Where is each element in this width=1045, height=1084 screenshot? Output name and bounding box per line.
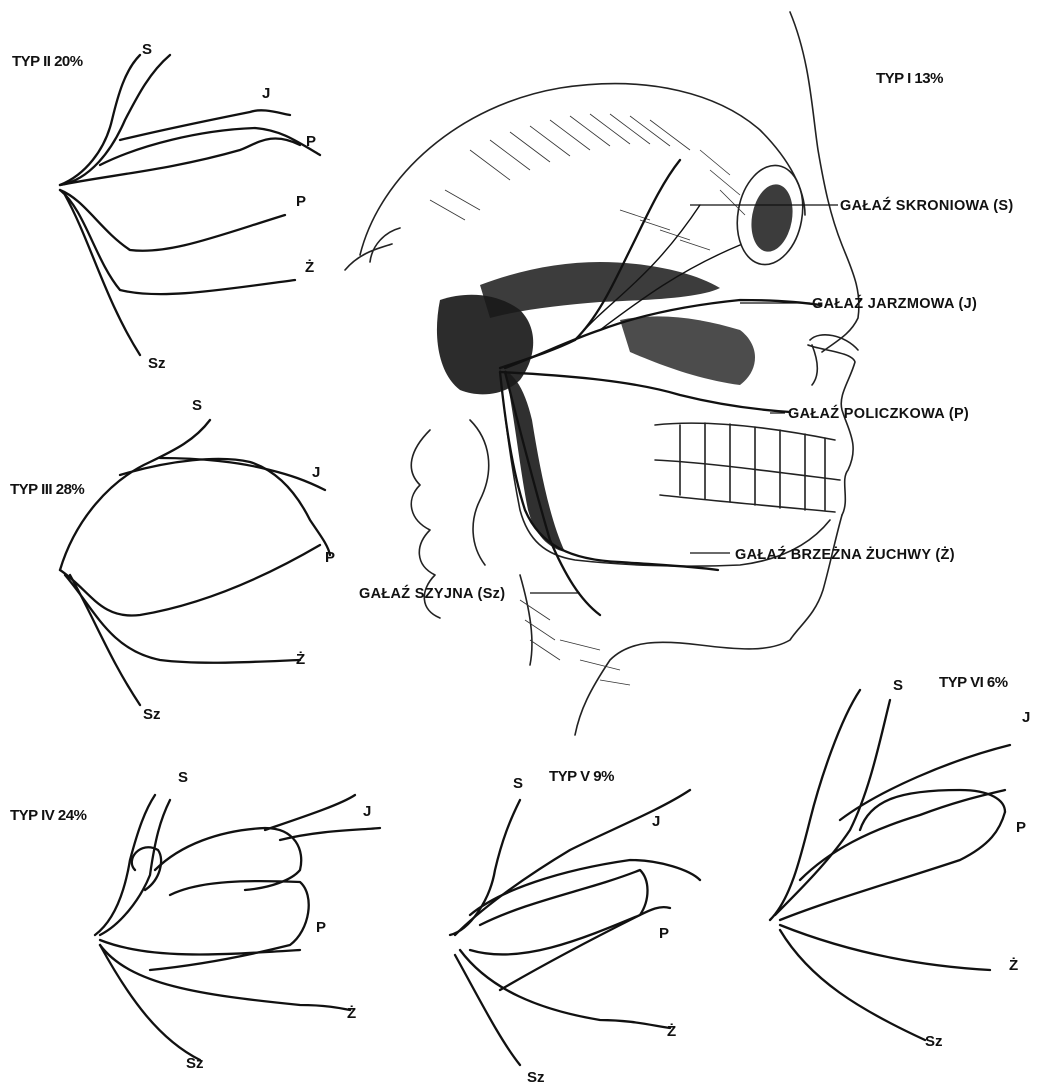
type-vi-sz-label: Sz [925, 1033, 943, 1050]
zygomatic-branch-label: GAŁAŹ JARZMOWA (J) [812, 295, 977, 312]
type-vi-z-label: Ż [1009, 957, 1018, 974]
type-ii-diagram [60, 55, 320, 355]
buccal-branch-label: GAŁAŹ POLICZKOWA (P) [788, 405, 969, 422]
type-iii-z-label: Ż [296, 651, 305, 668]
type-ii-title: TYP II 20% [12, 53, 83, 70]
type-iii-j-label: J [312, 464, 320, 481]
type-ii-p1-label: P [306, 133, 316, 150]
teeth [655, 423, 840, 512]
type-iii-p-label: P [325, 549, 335, 566]
branch-name-labels: GAŁAŹ SKRONIOWA (S) GAŁAŹ JARZMOWA (J) G… [359, 197, 1014, 602]
type-iii-s-label: S [192, 397, 202, 414]
mandibular-branch-label: GAŁAŹ BRZEŻNA ŻUCHWY (Ż) [735, 546, 955, 563]
type-iii-diagram [60, 420, 330, 705]
cervical-branch-label: GAŁAŹ SZYJNA (Sz) [359, 585, 505, 602]
type-vi-title: TYP VI 6% [939, 674, 1008, 691]
type-ii-s-label: S [142, 41, 152, 58]
type-v-title: TYP V 9% [549, 768, 614, 785]
type-ii-p2-label: P [296, 193, 306, 210]
type-iv-z-label: Ż [347, 1005, 356, 1022]
skull-face-illustration [345, 12, 859, 735]
type-ii-sz-label: Sz [148, 355, 166, 372]
type-v-s-label: S [513, 775, 523, 792]
type-vi-diagram [770, 690, 1010, 1040]
temporal-branch-label: GAŁAŹ SKRONIOWA (S) [840, 197, 1014, 214]
type-iv-sz-label: Sz [186, 1055, 204, 1072]
type-vi-p-label: P [1016, 819, 1026, 836]
type-v-sz-label: Sz [527, 1069, 545, 1084]
type-v-p-label: P [659, 925, 669, 942]
type-iii-sz-label: Sz [143, 706, 161, 723]
type-iv-title: TYP IV 24% [10, 807, 87, 824]
type-iv-p-label: P [316, 919, 326, 936]
type-vi-j-label: J [1022, 709, 1030, 726]
type-i-title: TYP I 13% [876, 70, 943, 87]
type-vi-s-label: S [893, 677, 903, 694]
type-v-z-label: Ż [667, 1023, 676, 1040]
type-ii-z-label: Ż [305, 259, 314, 276]
type-iii-title: TYP III 28% [10, 481, 84, 498]
type-v-j-label: J [652, 813, 660, 830]
type-iv-s-label: S [178, 769, 188, 786]
type-ii-j-label: J [262, 85, 270, 102]
type-iv-j-label: J [363, 803, 371, 820]
type-iv-diagram [95, 795, 380, 1060]
